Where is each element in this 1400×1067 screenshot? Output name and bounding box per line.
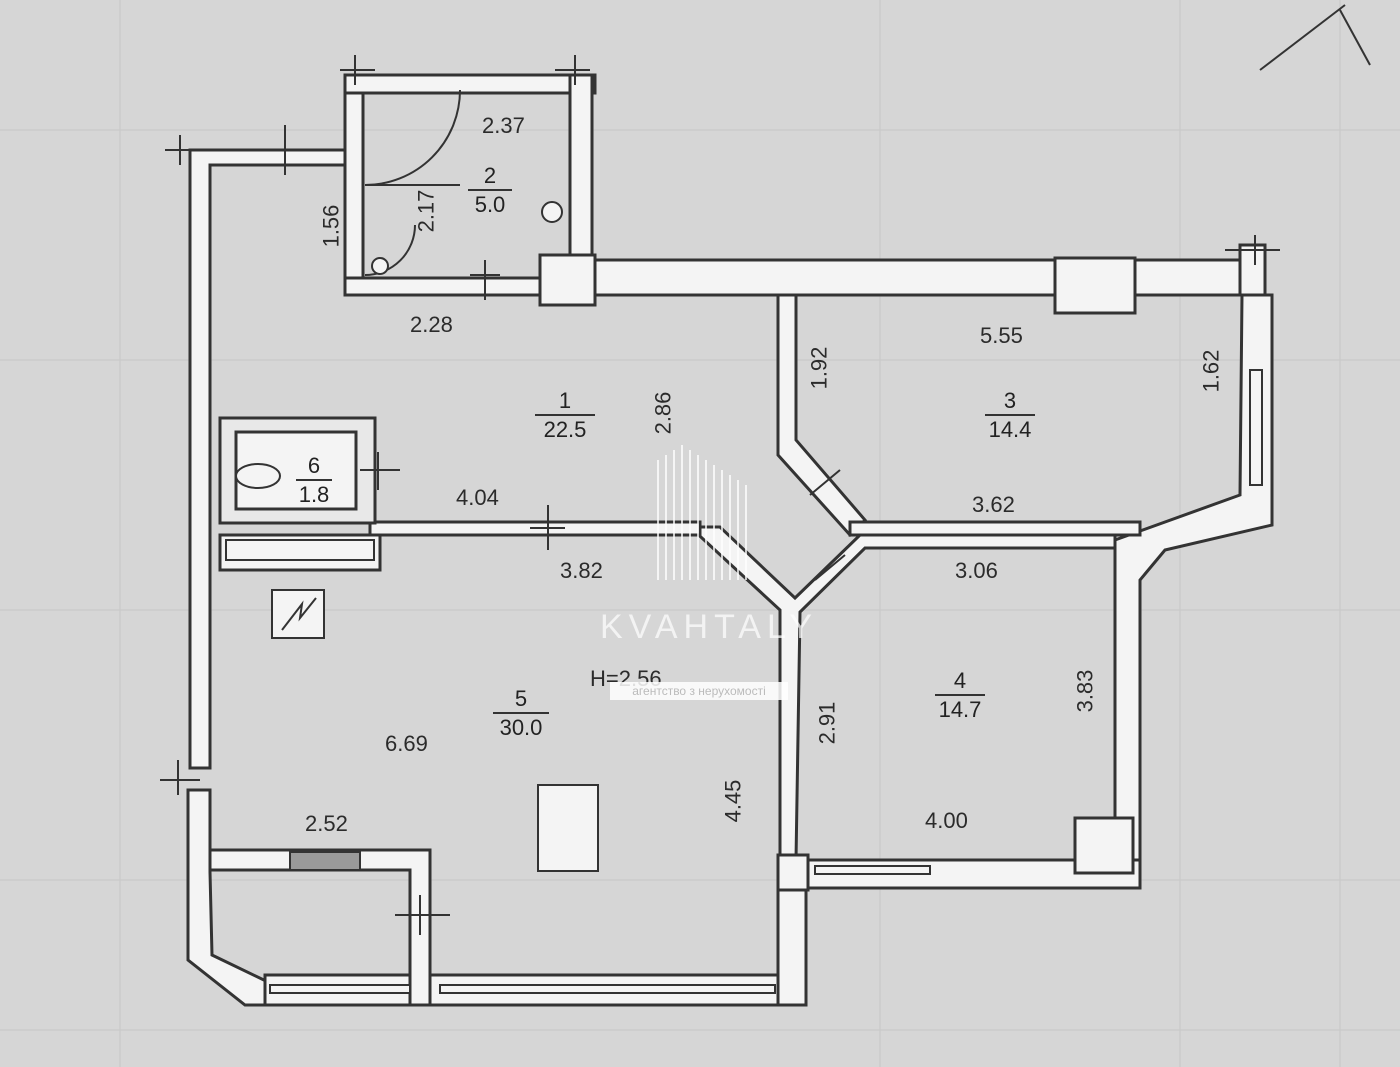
watermark: KVAHTALY агентство з нерухомості xyxy=(600,420,819,720)
door-ticks xyxy=(160,55,1280,935)
room-5-number: 5 xyxy=(514,686,528,711)
toilet-icon xyxy=(235,463,281,489)
room-3-label: 3 14.4 xyxy=(985,390,1035,441)
dim-1-92: 1.92 xyxy=(806,346,832,390)
dim-3-82: 3.82 xyxy=(560,558,603,583)
room-3-area: 14.4 xyxy=(985,414,1035,441)
room-5-label: 5 30.0 xyxy=(493,688,549,739)
watermark-name: KVAHTALY xyxy=(600,608,819,646)
room-1-label: 1 22.5 xyxy=(535,390,595,441)
room-6-label: 6 1.8 xyxy=(296,455,332,506)
room-6-area: 1.8 xyxy=(296,479,332,506)
room-5-area: 30.0 xyxy=(493,712,549,739)
dim-4-04: 4.04 xyxy=(456,485,499,510)
watermark-tagline: агентство з нерухомості xyxy=(610,682,788,700)
wall-right-bay xyxy=(1113,293,1274,890)
window-bottom-2 xyxy=(439,984,776,994)
dim-6-69: 6.69 xyxy=(385,731,428,756)
window-bay xyxy=(1249,369,1263,486)
watermark-logo-icon xyxy=(657,445,747,580)
window-balcony xyxy=(289,851,361,871)
room-3-number: 3 xyxy=(1003,388,1017,413)
room-1-number: 1 xyxy=(558,388,572,413)
door-swings xyxy=(364,89,461,276)
bath-tub xyxy=(225,539,375,561)
dim-2-91: 2.91 xyxy=(814,701,840,745)
column-4 xyxy=(776,853,810,892)
door-swing-bath xyxy=(364,89,461,186)
drain-icon xyxy=(371,257,389,275)
room-4-area: 14.7 xyxy=(935,694,985,721)
window-bottom xyxy=(269,984,411,994)
fixtures xyxy=(225,201,599,872)
column-3 xyxy=(1073,816,1135,875)
wall-diag-center xyxy=(686,525,1117,862)
room-2-label: 2 5.0 xyxy=(468,165,512,216)
dim-4-45: 4.45 xyxy=(720,779,746,823)
room-2-area: 5.0 xyxy=(468,189,512,216)
dim-2-28: 2.28 xyxy=(410,312,453,337)
room-6-number: 6 xyxy=(307,453,321,478)
island-block xyxy=(537,784,599,872)
wall-3-4 xyxy=(848,520,1142,537)
column-2 xyxy=(1053,256,1137,315)
north-arrow-icon xyxy=(1259,4,1371,71)
dim-1-62: 1.62 xyxy=(1198,349,1224,393)
window-right-bottom xyxy=(814,865,931,875)
electrical-panel-icon xyxy=(271,589,325,639)
dim-2-37: 2.37 xyxy=(482,113,525,138)
wall-1-3 xyxy=(776,293,868,538)
wall-bath-bottom xyxy=(343,276,542,297)
dim-3-06: 3.06 xyxy=(955,558,998,583)
room-4-label: 4 14.7 xyxy=(935,670,985,721)
sink-icon xyxy=(541,201,563,223)
room-1-area: 22.5 xyxy=(535,414,595,441)
lightning-icon xyxy=(281,597,317,631)
wall-bath-top xyxy=(343,73,597,95)
outer-wall-left-lower xyxy=(186,788,270,1007)
dim-2-17: 2.17 xyxy=(413,189,439,233)
wall-top-right-end xyxy=(1238,243,1267,297)
dim-4-00: 4.00 xyxy=(925,808,968,833)
wall-bath-left xyxy=(343,73,365,297)
room-4-number: 4 xyxy=(953,668,967,693)
wall-balcony xyxy=(208,848,432,1007)
room-2-number: 2 xyxy=(483,163,497,188)
dim-2-52: 2.52 xyxy=(305,811,348,836)
dim-5-55: 5.55 xyxy=(980,323,1023,348)
door-swing-bath-2 xyxy=(364,224,416,276)
wall-bath-right xyxy=(568,73,594,277)
dim-3-83: 3.83 xyxy=(1072,669,1098,713)
dim-3-62: 3.62 xyxy=(972,492,1015,517)
dim-1-56: 1.56 xyxy=(318,204,344,248)
windows xyxy=(269,369,1263,994)
column-1 xyxy=(538,253,597,307)
